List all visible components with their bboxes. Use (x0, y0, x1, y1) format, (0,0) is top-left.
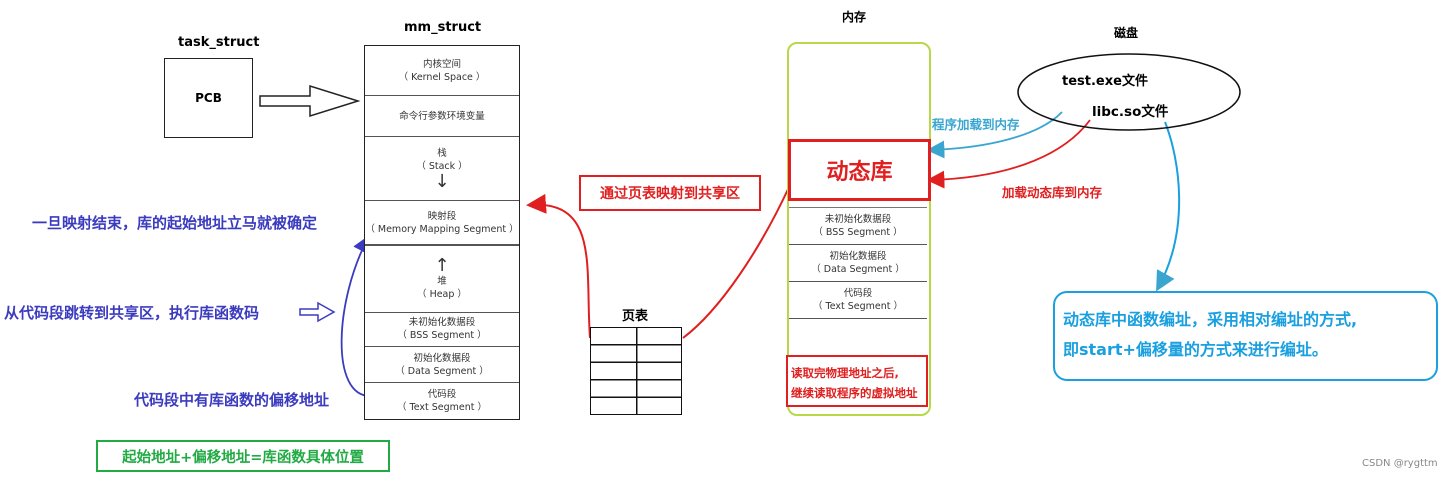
seg-sub: （ Data Segment ） (395, 365, 489, 377)
seg-name: 初始化数据段 (829, 251, 887, 262)
mm-seg-kernel: 内核空间 （ Kernel Space ） (365, 46, 519, 96)
jump-hollow-arrow (299, 301, 336, 323)
seg-sub: （ Text Segment ） (396, 401, 488, 413)
memory-box (787, 42, 931, 416)
arrow-down-icon: ↓ (434, 170, 450, 192)
mem-seg-text: 代码段 （ Text Segment ） (789, 282, 927, 319)
seg-sub: （ Data Segment ） (811, 264, 905, 275)
read-note-line2: 继续读取程序的虚拟地址 (791, 386, 918, 400)
dynlib-label: 动态库 (826, 160, 893, 185)
map-shared-text: 通过页表映射到共享区 (600, 186, 740, 202)
arrow-up-icon: ↑ (434, 255, 450, 276)
mm-struct-title: mm_struct (404, 20, 482, 35)
watermark: CSDN @rygttm (1362, 458, 1438, 469)
seg-name: 初始化数据段 (413, 352, 471, 364)
so-to-dynlib-curve (926, 119, 1091, 189)
disk-so-label: libc.so文件 (1092, 104, 1169, 120)
mapping-done-label: 一旦映射结束，库的起始地址立马就被确定 (32, 214, 318, 232)
mm-seg-heap: ↑ 堆 （ Heap ） (365, 245, 519, 313)
text-to-mmap-curve (340, 234, 371, 397)
seg-sub: （ Heap ） (417, 289, 467, 300)
so-to-note-curve (1156, 121, 1181, 292)
seg-sub: （ Kernel Space ） (398, 71, 486, 83)
map-shared-label: 通过页表映射到共享区 (579, 175, 761, 211)
disk-title: 磁盘 (1114, 26, 1139, 40)
load-program-label: 程序加载到内存 (932, 117, 1020, 132)
mm-seg-data: 初始化数据段 （ Data Segment ） (365, 347, 519, 383)
mm-seg-bss: 未初始化数据段 （ BSS Segment ） (365, 312, 519, 347)
page-table-title: 页表 (622, 309, 649, 324)
read-note-box: 读取完物理地址之后, 继续读取程序的虚拟地址 (786, 355, 928, 407)
seg-sub: （ Memory Mapping Segment ） (365, 223, 519, 235)
mem-seg-bss: 未初始化数据段 （ BSS Segment ） (789, 208, 927, 245)
mm-seg-stack: 栈 （ Stack ） ↓ (365, 137, 519, 201)
memory-title: 内存 (842, 10, 867, 24)
seg-name: 内核空间 (422, 58, 461, 70)
pagetable-to-dynlib-line (682, 184, 791, 339)
seg-name: 代码段 (427, 388, 457, 400)
pcb-box: PCB (164, 58, 253, 138)
read-note-line1: 读取完物理地址之后, (791, 366, 899, 380)
seg-sub: （ Stack ） (416, 160, 468, 172)
seg-name: 命令行参数环境变量 (399, 110, 485, 122)
pagetable-to-mmap-curve (526, 193, 591, 339)
dynlib-box: 动态库 (788, 139, 931, 201)
seg-sub: （ Text Segment ） (812, 301, 904, 312)
seg-name: 映射段 (427, 210, 457, 222)
memory-segments: 未初始化数据段 （ BSS Segment ） 初始化数据段 （ Data Se… (789, 207, 927, 319)
mm-seg-mmap: 映射段 （ Memory Mapping Segment ） (365, 201, 519, 245)
task-struct-title: task_struct (178, 35, 260, 50)
formula-box: 起始地址+偏移地址=库函数具体位置 (96, 440, 390, 472)
jump-shared-label: 从代码段跳转到共享区，执行库函数码 (4, 304, 260, 322)
seg-name: 堆 (437, 276, 447, 287)
formula-text: 起始地址+偏移地址=库函数具体位置 (122, 449, 364, 466)
addressing-line1: 动态库中函数编址，采用相对编址的方式, (1063, 310, 1358, 329)
pcb-label: PCB (195, 91, 222, 105)
seg-sub: （ BSS Segment ） (813, 227, 903, 238)
seg-name: 未初始化数据段 (408, 317, 476, 328)
mem-seg-data: 初始化数据段 （ Data Segment ） (789, 245, 927, 282)
seg-name: 栈 (437, 147, 447, 159)
mm-seg-text: 代码段 （ Text Segment ） (365, 383, 519, 418)
addressing-note-box: 动态库中函数编址，采用相对编址的方式, 即start+偏移量的方式来进行编址。 (1053, 291, 1438, 381)
load-dynlib-label: 加载动态库到内存 (1002, 185, 1103, 200)
addressing-line2: 即start+偏移量的方式来进行编址。 (1063, 340, 1328, 359)
mm-struct-box: 内核空间 （ Kernel Space ） 命令行参数环境变量 栈 （ Stac… (364, 45, 520, 420)
offset-label: 代码段中有库函数的偏移地址 (134, 391, 330, 409)
seg-name: 未初始化数据段 (824, 214, 892, 225)
pcb-to-mm-arrow (259, 84, 361, 118)
page-table-grid (590, 327, 682, 415)
disk-exe-label: test.exe文件 (1062, 74, 1148, 89)
disk-ellipse (1017, 53, 1241, 131)
seg-name: 代码段 (843, 288, 873, 299)
seg-sub: （ BSS Segment ） (397, 330, 487, 341)
mm-seg-args: 命令行参数环境变量 (365, 96, 519, 137)
